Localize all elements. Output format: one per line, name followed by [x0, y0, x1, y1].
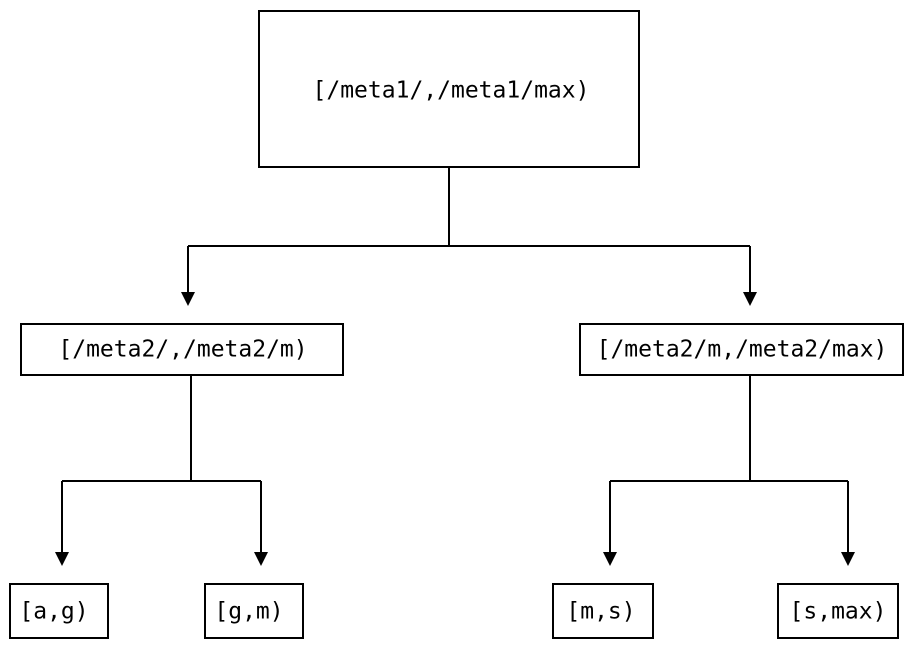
arrow-head-mid-left-to-leaf-gm	[254, 552, 268, 566]
arrow-head-root-to-mid-right	[743, 292, 757, 306]
arrow-head-mid-right-to-leaf-ms	[603, 552, 617, 566]
node-root-box	[258, 10, 640, 168]
node-leaf-smax-box	[777, 583, 899, 639]
node-mid-left-label: [/meta2/,/meta2/m)	[58, 337, 307, 363]
arrow-head-mid-left-to-leaf-ag	[55, 552, 69, 566]
node-leaf-gm-box	[204, 583, 304, 639]
node-leaf-ag-label: [a,g)	[19, 599, 88, 625]
node-mid-right-box	[579, 323, 904, 376]
node-leaf-ms-label: [m,s)	[566, 599, 635, 625]
node-root-label: [/meta1/,/meta1/max)	[313, 78, 590, 104]
edge-group-root-to-middle	[181, 167, 757, 306]
node-leaf-ag-box	[9, 583, 109, 639]
node-mid-right[interactable]: [/meta2/m,/meta2/max)	[579, 323, 904, 376]
edge-group-mid-right-to-leaves	[603, 375, 855, 566]
node-root[interactable]: [/meta1/,/meta1/max)	[258, 10, 640, 168]
node-leaf-ms[interactable]: [m,s)	[552, 583, 654, 639]
node-mid-right-label: [/meta2/m,/meta2/max)	[597, 337, 888, 363]
node-leaf-smax[interactable]: [s,max)	[777, 583, 899, 639]
node-leaf-smax-label: [s,max)	[790, 599, 887, 625]
arrow-head-mid-right-to-leaf-smax	[841, 552, 855, 566]
arrow-head-root-to-mid-left	[181, 292, 195, 306]
node-leaf-ag[interactable]: [a,g)	[9, 583, 109, 639]
edge-group-mid-left-to-leaves	[55, 375, 268, 566]
node-leaf-gm-label: [g,m)	[214, 599, 283, 625]
node-mid-left-box	[20, 323, 344, 376]
node-leaf-ms-box	[552, 583, 654, 639]
node-leaf-gm[interactable]: [g,m)	[204, 583, 304, 639]
node-mid-left[interactable]: [/meta2/,/meta2/m)	[20, 323, 344, 376]
